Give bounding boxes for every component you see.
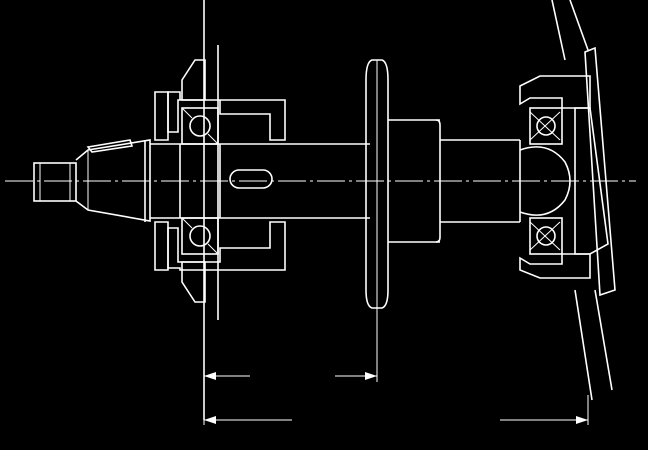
pulley-disc: [365, 59, 520, 309]
keyway-slot: [229, 169, 273, 189]
left-bearing-lower: [181, 217, 219, 255]
shaft-taper: [75, 139, 151, 222]
shaft-threaded-end: [33, 162, 77, 202]
dimension-line-lower: [204, 416, 588, 424]
right-bearing-lower: [529, 217, 563, 255]
left-mounting-plate: [203, 0, 219, 420]
dimension-line-upper: [204, 372, 377, 380]
right-bearing-housing: [519, 46, 616, 297]
right-ball-end: [519, 146, 571, 216]
left-bearing-upper: [181, 107, 219, 145]
right-bearing-upper: [529, 107, 563, 145]
left-bearing-housing: [154, 59, 286, 303]
dimension-extension-lines: [203, 308, 589, 425]
right-mounting-plate: [551, 0, 613, 401]
